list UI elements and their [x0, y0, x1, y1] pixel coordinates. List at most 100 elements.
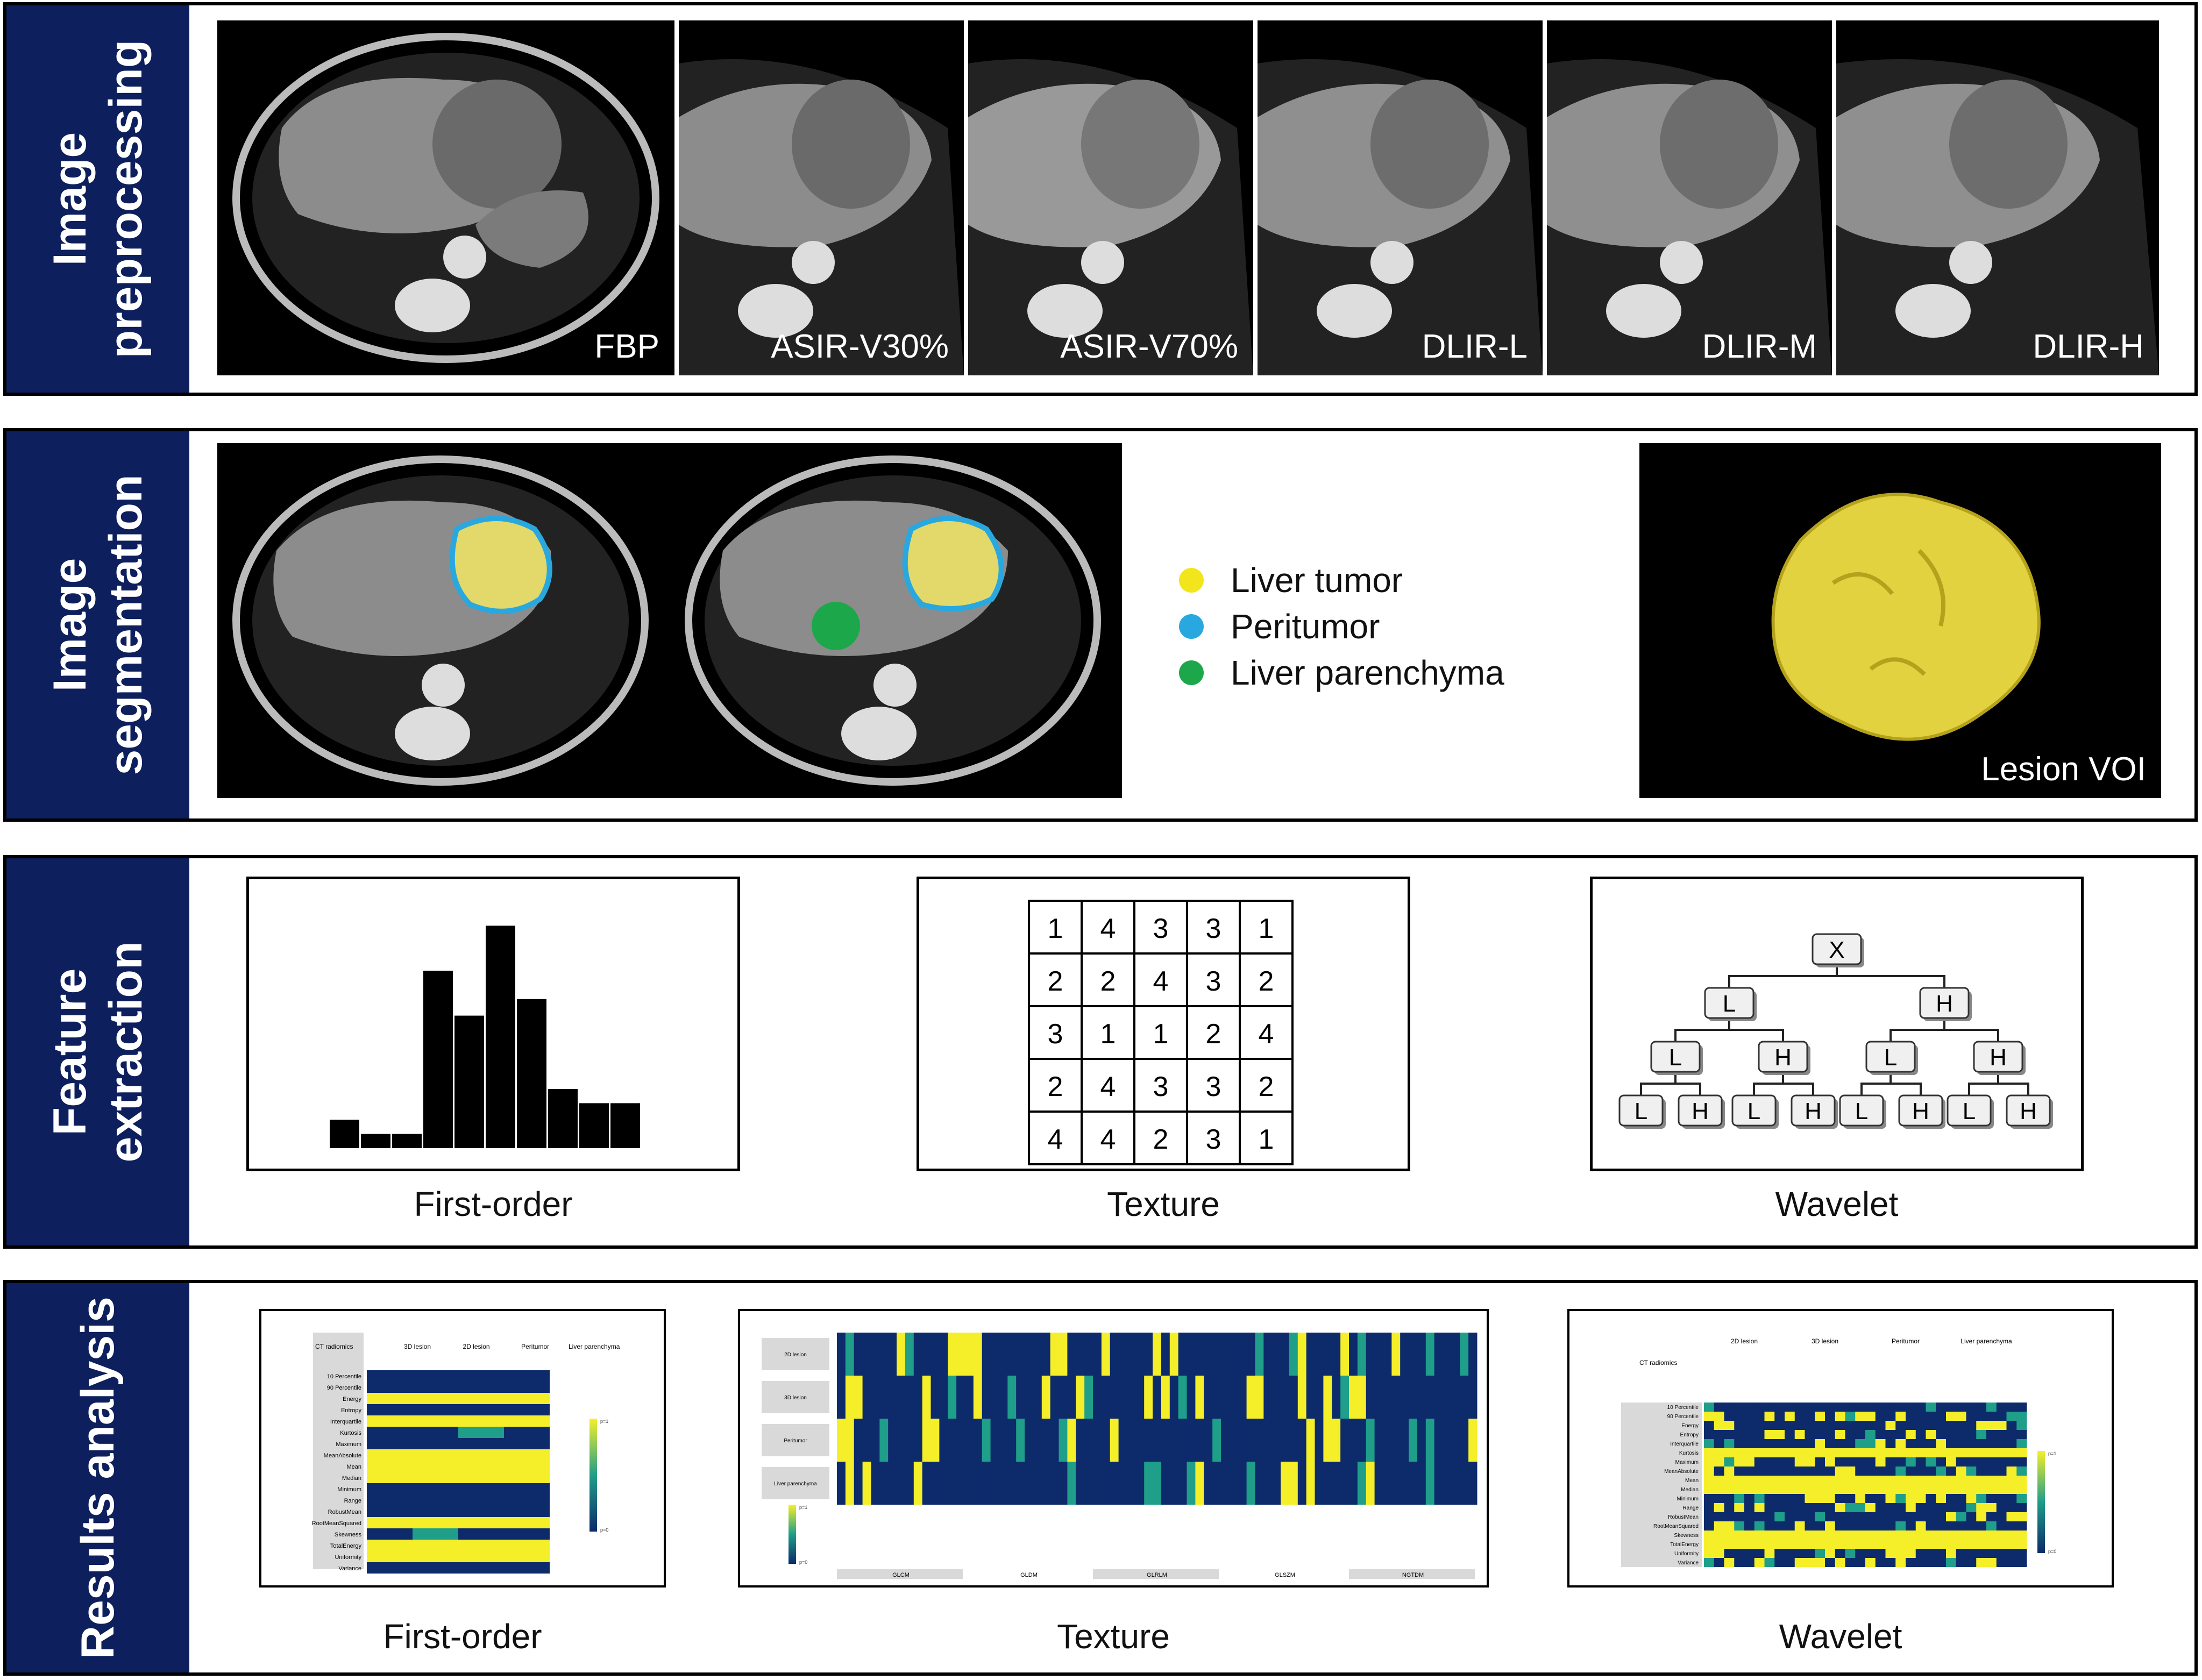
heatmap-cell: [1996, 1485, 2007, 1494]
matrix-cell: [1239, 900, 1294, 955]
heatmap-cell: [1946, 1503, 1957, 1512]
heatmap-cell: [1195, 1462, 1204, 1505]
heatmap-cell: [1229, 1376, 1239, 1419]
heatmap-cell: [888, 1333, 897, 1376]
heatmap-cell: [413, 1404, 458, 1415]
heatmap-cell: [1774, 1439, 1785, 1448]
heatmap-cell: [1041, 1333, 1051, 1376]
heatmap-cell: [1050, 1419, 1060, 1462]
ct-image-asirv70: ASIR-V70%: [968, 20, 1253, 375]
wavelet-link: [1753, 1072, 1784, 1095]
heatmap-cell: [1357, 1376, 1367, 1419]
matrix-cell: [1133, 1058, 1188, 1113]
row-label: Entropy: [341, 1407, 361, 1414]
heatmap-cell: [1754, 1412, 1765, 1421]
heatmap-cell: [1076, 1462, 1085, 1505]
heatmap-cell: [1297, 1419, 1307, 1462]
heatmap-cell: [1764, 1549, 1775, 1558]
heatmap-cell: [965, 1419, 974, 1462]
heatmap-cell: [1855, 1530, 1866, 1540]
heatmap-cell: [1865, 1512, 1876, 1521]
row-label: Range: [1683, 1505, 1699, 1511]
row-label-bg: [313, 1333, 364, 1569]
heatmap-cell: [973, 1333, 983, 1376]
heatmap-cell: [1785, 1512, 1795, 1521]
wavelet-node-label: H: [1990, 1044, 2007, 1071]
heatmap-cell: [367, 1551, 413, 1562]
heatmap-cell: [1915, 1412, 1926, 1421]
heatmap-cell: [1357, 1333, 1367, 1376]
row-label: 2D lesion: [784, 1352, 807, 1358]
heatmap-cell: [504, 1517, 550, 1528]
row-label-bg: [762, 1424, 829, 1456]
heatmap-cell: [1025, 1419, 1034, 1462]
wavelet-node: [1947, 1094, 1992, 1127]
heatmap-cell: [1754, 1521, 1765, 1530]
heatmap-cell: [1238, 1333, 1247, 1376]
heatmap-cell: [413, 1562, 458, 1574]
heatmap-cell: [1976, 1521, 1987, 1530]
heatmap-cell: [1996, 1448, 2007, 1457]
heatmap-cell: [948, 1333, 957, 1376]
heatmap-cell: [1936, 1540, 1947, 1549]
heatmap-cell: [1895, 1457, 1906, 1467]
heatmap-cell: [1144, 1333, 1153, 1376]
group-label: GLCM: [892, 1572, 910, 1578]
heatmap-cell: [2016, 1540, 2027, 1549]
row-label: Uniformity: [335, 1554, 361, 1561]
heatmap-cell: [1289, 1376, 1298, 1419]
heatmap-cell: [367, 1494, 413, 1506]
heatmap-cell: [1704, 1494, 1715, 1503]
heatmap-cell: [458, 1461, 504, 1472]
heatmap-cell: [1805, 1558, 1815, 1567]
heatmap-cell: [1212, 1376, 1221, 1419]
heatmap-cell: [1744, 1412, 1755, 1421]
heatmap-cell: [1915, 1439, 1926, 1448]
heatmap-cell: [1774, 1530, 1785, 1540]
heatmap-cell: [1956, 1403, 1966, 1412]
heatmap-cell: [1744, 1467, 1755, 1476]
heatmap-cell: [1936, 1421, 1947, 1430]
heatmap-cell: [1825, 1521, 1836, 1530]
heatmap-cell: [1744, 1476, 1755, 1485]
heatmap-cell: [1815, 1503, 1825, 1512]
heatmap-cell: [1366, 1376, 1375, 1419]
column-header: Peritumor: [1892, 1337, 1920, 1345]
heatmap-cell: [1349, 1376, 1358, 1419]
heatmap-cell: [1714, 1457, 1724, 1467]
heatmap-cell: [1966, 1467, 1977, 1476]
heatmap-cell: [1825, 1558, 1836, 1567]
heatmap-cell: [1855, 1403, 1866, 1412]
heatmap-cell: [504, 1551, 550, 1562]
heatmap-cell: [837, 1462, 846, 1505]
heatmap-cell: [458, 1393, 504, 1404]
wavelet-node-label: L: [1748, 1098, 1760, 1124]
heatmap-cell: [930, 1376, 940, 1419]
row-label: Median: [1681, 1487, 1699, 1493]
legend-label: Liver parenchyma: [1231, 653, 1504, 692]
heatmap-cell: [1118, 1419, 1127, 1462]
heatmap-cell: [1926, 1412, 1936, 1421]
heatmap-cell: [1976, 1476, 1987, 1485]
heatmap-cell: [2006, 1540, 2017, 1549]
heatmap-cell: [504, 1472, 550, 1483]
heatmap-cell: [1926, 1421, 1936, 1430]
heatmap-cell: [2006, 1430, 2017, 1439]
heatmap-cell: [1865, 1521, 1876, 1530]
heatmap-cell: [1976, 1558, 1987, 1567]
heatmap-cell: [1996, 1521, 2007, 1530]
heatmap-cell: [1785, 1485, 1795, 1494]
heatmap-cell: [1885, 1485, 1896, 1494]
heatmap-cell: [1895, 1503, 1906, 1512]
heatmap-cell: [1704, 1558, 1715, 1567]
heatmap-cell: [1289, 1462, 1298, 1505]
heatmap-cell: [1409, 1419, 1418, 1462]
heatmap-cell: [1093, 1376, 1102, 1419]
heatmap-cell: [1865, 1476, 1876, 1485]
heatmap-cell: [1059, 1419, 1068, 1462]
heatmap-cell: [1221, 1376, 1230, 1419]
heatmap-cell: [1835, 1521, 1845, 1530]
heatmap-cell: [1734, 1412, 1745, 1421]
